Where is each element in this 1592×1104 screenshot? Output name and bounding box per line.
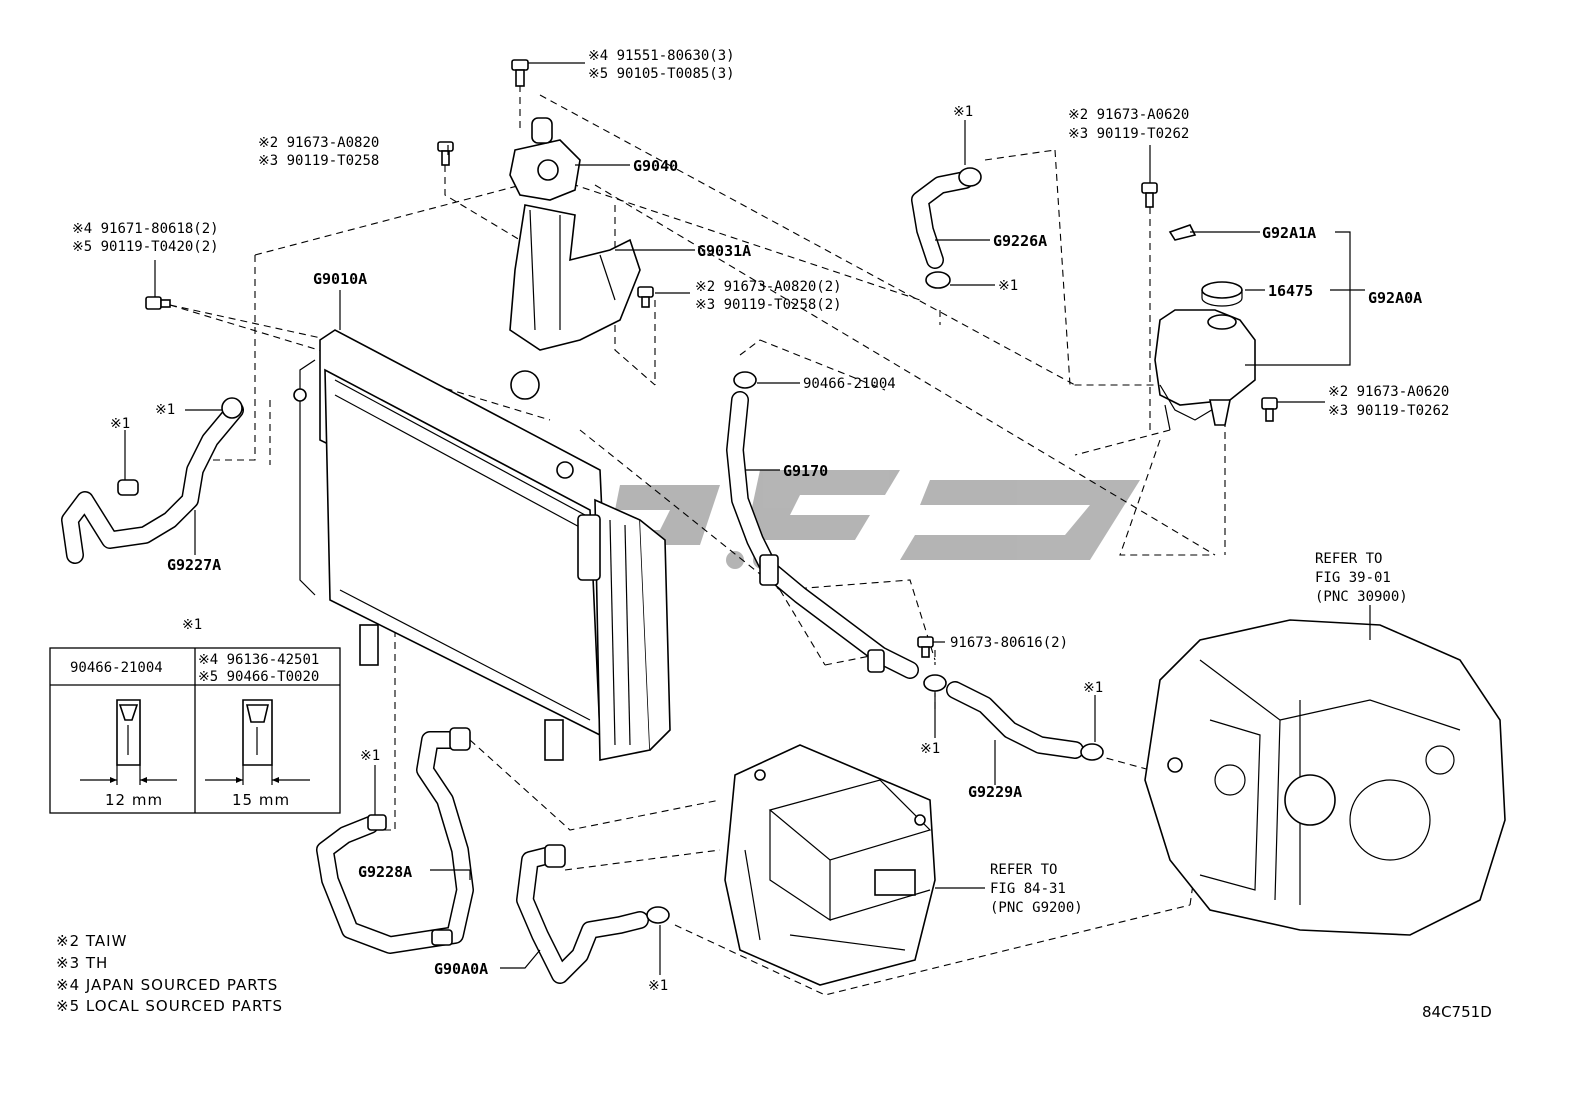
pn-top-bolt-5: ※5 90105-T0085(3): [588, 66, 735, 82]
callout-g9040: G9040: [633, 157, 678, 175]
refer-transaxle-line3: (PNC 30900): [1315, 589, 1408, 605]
callout-16475: 16475: [1268, 282, 1313, 300]
g9227a-hose: [61, 397, 244, 564]
pn-left-bolt-4: ※4 91671-80618(2): [72, 221, 219, 237]
callout-g92a0a: G92A0A: [1368, 289, 1422, 307]
inset-col1-header: 90466-21004: [70, 660, 163, 676]
refer-transaxle: REFER TO FIG 39-01 (PNC 30900): [1315, 551, 1408, 605]
clamp-mark-8: ※1: [648, 978, 668, 994]
notes-legend: ※2 TAIW ※3 TH ※4 JAPAN SOURCED PARTS ※5 …: [56, 932, 283, 1015]
pn-top-bolt-4: ※4 91551-80630(3): [588, 48, 735, 64]
g9228a-hose: [316, 727, 474, 954]
g9229a-hose: [923, 674, 1104, 761]
radiator-assembly: [293, 329, 671, 761]
reservoir-tank: [1154, 224, 1256, 431]
transaxle-assembly: [1144, 619, 1506, 936]
g90a0a-hose: [516, 844, 670, 984]
note-3: ※4 JAPAN SOURCED PARTS: [56, 976, 278, 994]
clip-12mm-icon: [80, 699, 177, 785]
pn-tank-bolt-side-3: ※3 90119-T0262: [1328, 403, 1449, 419]
g9170-pipe: [726, 371, 919, 679]
pn-tank-bolt-side-2: ※2 91673-A0620: [1328, 384, 1449, 400]
clip-15mm-icon: [205, 699, 310, 785]
refer-transaxle-line1: REFER TO: [1315, 551, 1382, 567]
callout-labels: G9040 G9031A G9010A G9227A G9226A G92A1A…: [167, 157, 1422, 978]
refer-inverter: REFER TO FIG 84-31 (PNC G9200): [990, 862, 1083, 916]
clamp-mark-2: ※1: [110, 416, 130, 432]
clamp-mark-1: ※1: [155, 402, 175, 418]
callout-g9226a: G9226A: [993, 232, 1047, 250]
pn-g9040-bolt-3: ※3 90119-T0258: [258, 153, 379, 169]
inset-title: ※1: [182, 617, 202, 633]
note-2: ※3 TH: [56, 954, 108, 972]
callout-g9170: G9170: [783, 462, 828, 480]
part-number-labels: ※4 91551-80630(3) ※5 90105-T0085(3) ※2 9…: [72, 48, 1449, 651]
inset-col2-header-1: ※4 96136-42501: [198, 652, 319, 668]
refer-transaxle-line2: FIG 39-01: [1315, 570, 1391, 586]
clamp-mark-7: ※1: [360, 748, 380, 764]
figure-code: 84C751D: [1422, 1003, 1492, 1021]
clamp-marks: ※1 ※1 ※1 ※1 ※1 ※1 ※1 ※1: [110, 104, 1103, 994]
refer-inverter-line1: REFER TO: [990, 862, 1057, 878]
clamp-mark-6: ※1: [1083, 680, 1103, 696]
inverter-assembly: [724, 744, 936, 986]
guide-lines: [169, 85, 1226, 996]
callout-g90a0a: G90A0A: [434, 960, 488, 978]
leader-lines: [124, 62, 1371, 975]
bolts: [145, 59, 1278, 658]
clamp-inset-table: ※1 90466-21004 ※4 96136-42501 ※5 90466-T…: [49, 617, 341, 814]
clamp-mark-5: ※1: [920, 741, 940, 757]
refer-inverter-line3: (PNC G9200): [990, 900, 1083, 916]
pn-g9040-bolt-2: ※2 91673-A0820: [258, 135, 379, 151]
pn-bracket-bolt-2: ※2 91673-A0820(2): [695, 279, 842, 295]
pn-bracket-bolt-3: ※3 90119-T0258(2): [695, 297, 842, 313]
note-4: ※5 LOCAL SOURCED PARTS: [56, 997, 283, 1015]
clamp-mark-4: ※1: [998, 278, 1018, 294]
pn-tank-bolt-top-2: ※2 91673-A0620: [1068, 107, 1189, 123]
clamp-mark-3: ※1: [953, 104, 973, 120]
callout-g9229a: G9229A: [968, 783, 1022, 801]
callout-g92a1a: G92A1A: [1262, 224, 1316, 242]
g9031a-bracket: [509, 204, 641, 351]
g9040-part: [509, 117, 581, 201]
refer-inverter-line2: FIG 84-31: [990, 881, 1066, 897]
inset-col2-header-2: ※5 90466-T0020: [198, 669, 319, 685]
callout-g9228a: G9228A: [358, 863, 412, 881]
pn-bolt-91673-80616: 91673-80616(2): [950, 635, 1068, 651]
inset-col1-dim: 12 mm: [105, 791, 163, 809]
callout-g9010a: G9010A: [313, 270, 367, 288]
inset-col2-dim: 15 mm: [232, 791, 290, 809]
note-1: ※2 TAIW: [56, 932, 127, 950]
callout-g9227a: G9227A: [167, 556, 221, 574]
g9226a-hose: [911, 167, 982, 289]
pn-left-bolt-5: ※5 90119-T0420(2): [72, 239, 219, 255]
pn-tank-bolt-top-3: ※3 90119-T0262: [1068, 126, 1189, 142]
pn-clamp-90466: 90466-21004: [803, 376, 896, 392]
callout-g9031a: G9031A: [697, 242, 751, 260]
